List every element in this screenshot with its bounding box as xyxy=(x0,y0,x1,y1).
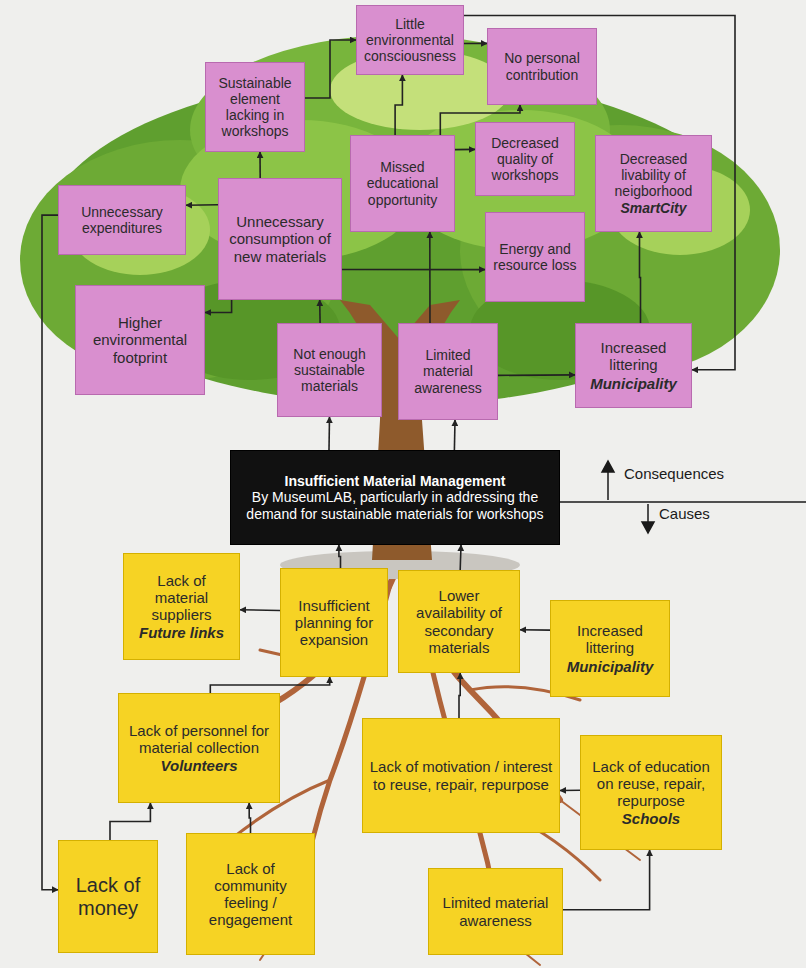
consequence-box: No personal contribution xyxy=(487,28,597,105)
cause-box: Lack of money xyxy=(58,840,158,953)
divider-line xyxy=(560,501,806,503)
cause-box: Lack of material suppliersFuture links xyxy=(123,553,240,660)
problem-heading: Insufficient Material Management xyxy=(285,473,506,489)
cause-effect-arrow xyxy=(305,40,356,98)
box-text: Sustainable element lacking in workshops xyxy=(212,75,298,139)
box-text: Lack of community feeling / engagement xyxy=(193,860,308,929)
problem-description: By MuseumLAB, particularly in addressing… xyxy=(237,489,553,521)
down-arrow-head xyxy=(642,522,654,533)
consequence-box: Not enough sustainable materials xyxy=(277,323,382,417)
box-text: Decreased livability of neigborhood xyxy=(602,151,705,199)
up-arrow-head xyxy=(602,461,614,472)
down-arrow xyxy=(647,504,649,524)
box-text: Decreased quality of workshops xyxy=(482,135,568,183)
box-text: Higher environmental footprint xyxy=(82,314,198,366)
cause-box: Limited material awareness xyxy=(428,868,563,955)
cause-effect-arrow xyxy=(640,232,641,323)
cause-effect-arrow xyxy=(429,232,431,323)
cause-effect-arrow xyxy=(339,545,341,568)
box-text: Missed educational opportunity xyxy=(357,159,448,207)
cause-effect-arrow xyxy=(464,16,735,370)
cause-effect-arrow xyxy=(240,609,280,611)
consequence-box: Increased litteringMunicipality xyxy=(575,323,692,408)
cause-effect-arrow xyxy=(205,300,232,313)
cause-effect-arrow xyxy=(563,850,650,910)
cause-effect-arrow xyxy=(210,677,329,693)
consequence-box: Energy and resource loss xyxy=(485,212,585,302)
cause-box: Lower availability of secondary material… xyxy=(398,570,520,673)
stakeholder-tag: Municipality xyxy=(567,658,654,675)
cause-box: Increased litteringMunicipality xyxy=(550,600,670,697)
consequence-box: Higher environmental footprint xyxy=(75,285,205,395)
consequence-box: Decreased quality of workshops xyxy=(475,122,575,196)
consequence-box: Decreased livability of neigborhoodSmart… xyxy=(595,135,712,232)
cause-effect-arrow xyxy=(454,420,456,450)
cause-effect-arrow xyxy=(110,803,150,840)
box-text: Lower availability of secondary material… xyxy=(405,587,513,656)
cause-box: Lack of education on reuse, repair, repu… xyxy=(580,735,722,850)
cause-effect-arrow xyxy=(319,300,321,323)
box-text: Not enough sustainable materials xyxy=(284,346,375,394)
section-label: Causes xyxy=(657,505,712,522)
cause-effect-arrow xyxy=(395,75,402,135)
consequence-box: Missed educational opportunity xyxy=(350,135,455,232)
box-text: Limited material awareness xyxy=(405,347,491,395)
cause-effect-arrow xyxy=(249,803,250,833)
box-text: Increased littering xyxy=(582,339,685,374)
cause-effect-arrow xyxy=(459,545,461,570)
box-text: Energy and resource loss xyxy=(492,241,578,273)
consequence-box: Unnecessary expenditures xyxy=(58,185,186,255)
box-text: Little environmental consciousness xyxy=(363,16,457,64)
box-text: Lack of material suppliers xyxy=(130,572,233,624)
cause-effect-arrow xyxy=(186,204,218,206)
cause-box: Lack of personnel for material collectio… xyxy=(118,693,280,803)
box-text: Insufficient planning for expansion xyxy=(287,597,381,649)
box-text: Lack of money xyxy=(65,874,151,920)
consequence-box: Sustainable element lacking in workshops xyxy=(205,62,305,152)
box-text: Limited material awareness xyxy=(435,894,556,929)
box-text: Unnecessary consumption of new materials xyxy=(225,213,335,265)
stakeholder-tag: Municipality xyxy=(590,375,677,392)
cause-effect-arrow xyxy=(560,789,580,791)
box-text: Unnecessary expenditures xyxy=(65,204,179,236)
cause-box: Lack of community feeling / engagement xyxy=(186,833,315,955)
core-problem-box: Insufficient Material ManagementBy Museu… xyxy=(230,450,560,545)
cause-effect-arrow xyxy=(259,152,261,178)
cause-effect-arrow xyxy=(459,673,460,718)
box-text: Increased littering xyxy=(557,622,663,657)
cause-effect-arrow xyxy=(42,215,58,890)
stakeholder-tag: SmartCity xyxy=(620,200,686,216)
cause-effect-arrow xyxy=(455,149,475,151)
section-divider xyxy=(560,461,806,533)
stakeholder-tag: Future links xyxy=(139,624,224,641)
box-text: No personal contribution xyxy=(494,50,590,82)
consequence-box: Limited material awareness xyxy=(398,323,498,420)
cause-effect-arrow xyxy=(342,269,485,271)
cause-effect-arrow xyxy=(464,43,487,45)
stakeholder-tag: Schools xyxy=(622,810,680,827)
cause-box: Insufficient planning for expansion xyxy=(280,568,388,677)
stakeholder-tag: Volunteers xyxy=(161,757,238,774)
cause-effect-arrow xyxy=(520,629,550,631)
cause-box: Lack of motivation / interest to reuse, … xyxy=(362,718,560,833)
cause-effect-arrow xyxy=(498,374,575,376)
cause-effect-arrow xyxy=(328,417,330,450)
up-arrow xyxy=(607,470,609,500)
consequence-box: Little environmental consciousness xyxy=(356,5,464,75)
box-text: Lack of motivation / interest to reuse, … xyxy=(369,758,553,793)
box-text: Lack of personnel for material collectio… xyxy=(125,722,273,757)
box-text: Lack of education on reuse, repair, repu… xyxy=(587,758,715,810)
section-label: Consequences xyxy=(622,465,726,482)
consequence-box: Unnecessary consumption of new materials xyxy=(218,178,342,300)
